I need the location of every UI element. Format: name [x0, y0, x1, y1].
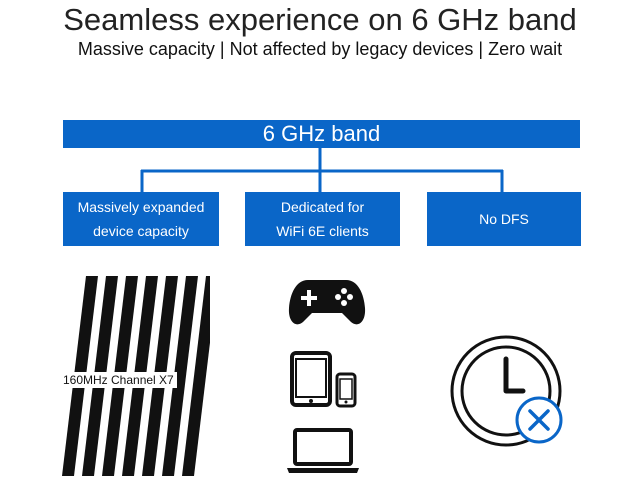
capacity-box-line2: device capacity — [93, 223, 189, 239]
phone-icon — [335, 372, 357, 408]
page-title: Seamless experience on 6 GHz band — [63, 2, 577, 37]
dedicated-box-line1: Dedicated for — [280, 199, 365, 215]
capacity-box: Massively expanded device capacity — [63, 192, 219, 246]
cancel-icon — [515, 396, 563, 444]
band-root-box: 6 GHz band — [63, 120, 580, 148]
no-dfs-box: No DFS — [427, 192, 581, 246]
capacity-box-line1: Massively expanded — [77, 199, 205, 215]
channel-strip — [182, 276, 210, 476]
laptop-icon — [287, 428, 359, 473]
tablet-icon — [290, 351, 332, 407]
gamepad-icon — [288, 280, 366, 325]
dedicated-box-line2: WiFi 6E clients — [276, 223, 369, 239]
clock-icon — [450, 335, 562, 447]
channel-label: 160MHz Channel X7 — [60, 372, 177, 388]
page-subtitle: Massive capacity | Not affected by legac… — [77, 39, 563, 59]
channel-strip — [162, 276, 198, 476]
no-dfs-box-label: No DFS — [479, 211, 529, 227]
dedicated-box: Dedicated for WiFi 6E clients — [245, 192, 400, 246]
